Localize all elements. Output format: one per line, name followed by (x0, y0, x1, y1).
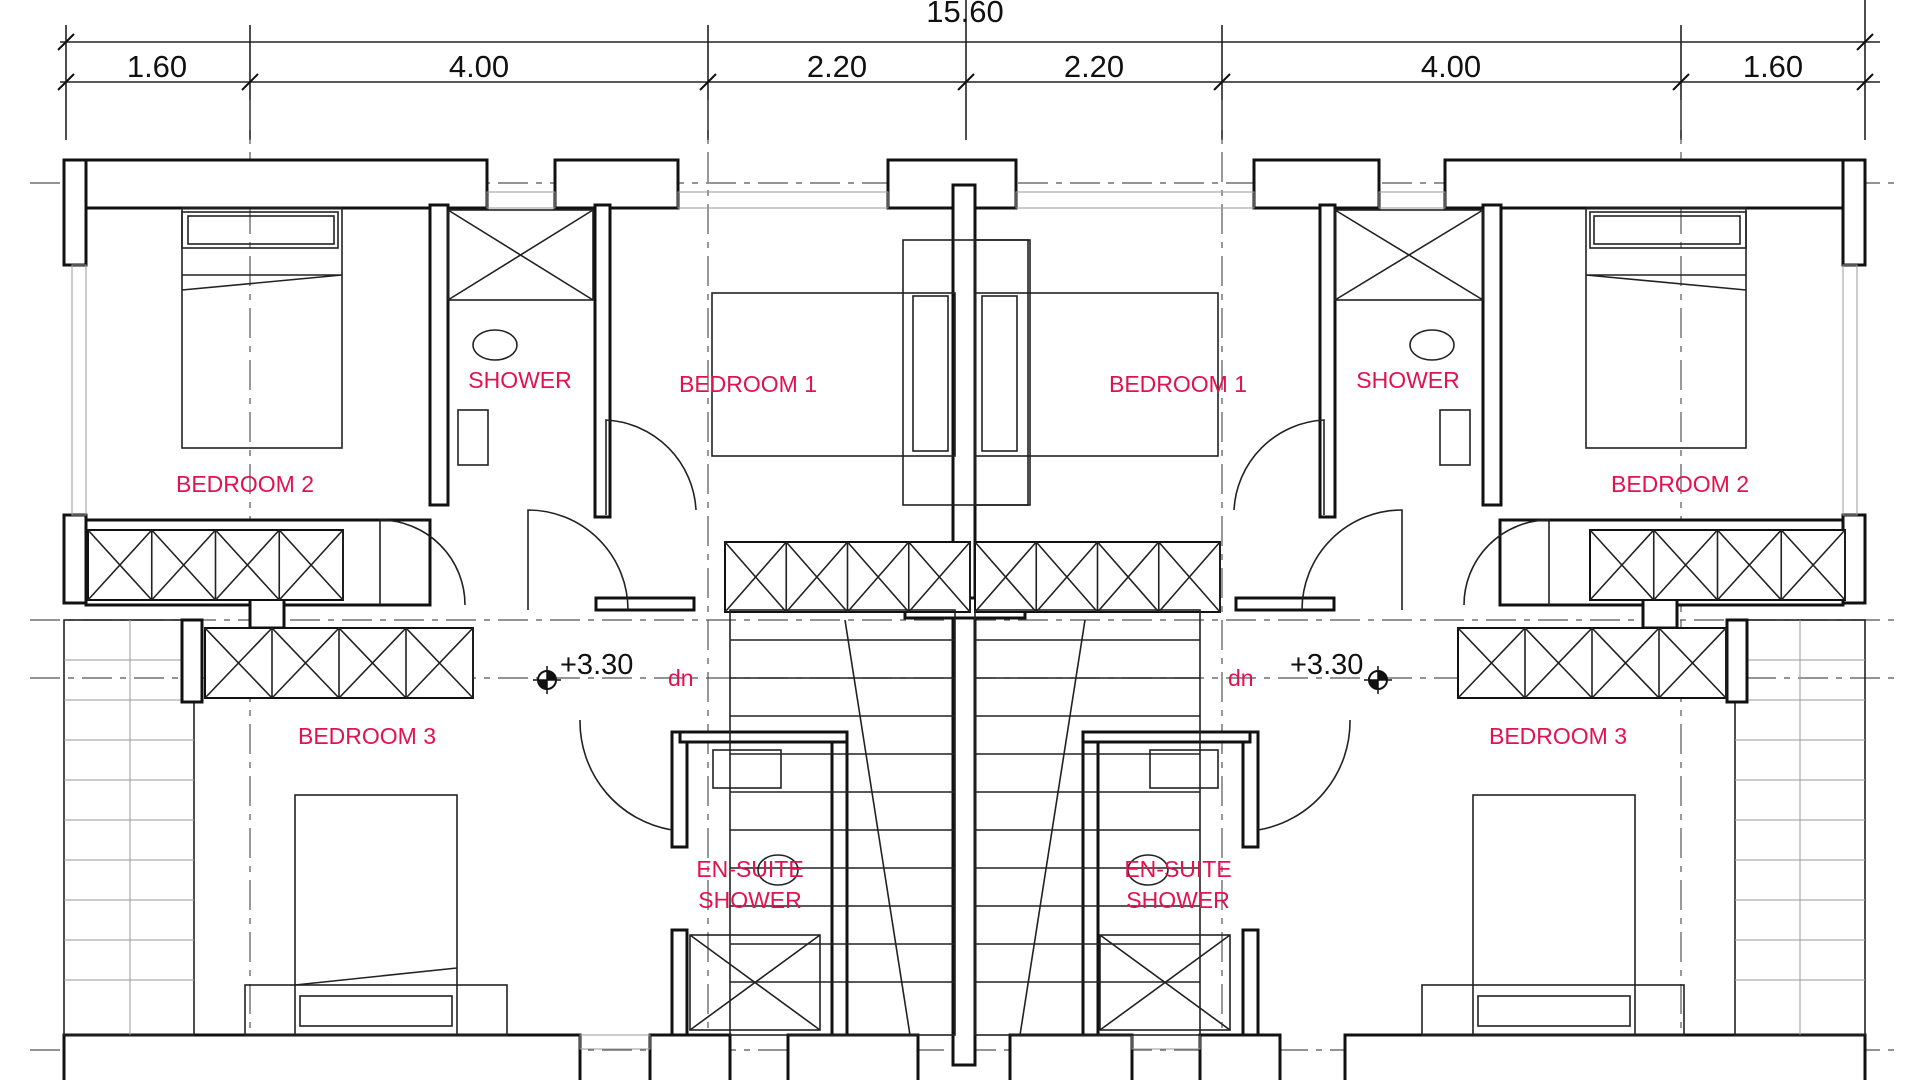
room-label-bedroom-2-left: BEDROOM 2 (176, 471, 314, 497)
room-label-ensuite-right: EN-SUITE (1124, 856, 1231, 882)
beds (181, 207, 1747, 1036)
wardrobe-door (974, 541, 1038, 613)
wardrobe-door (1096, 541, 1160, 613)
room-label-bedroom-1-left: BEDROOM 1 (679, 371, 817, 397)
wardrobe-door (204, 627, 273, 699)
bathroom-fixtures (447, 209, 1484, 1031)
level-label-right: +3.30 (1290, 649, 1363, 681)
room-label-bedroom-3-left: BEDROOM 3 (298, 723, 436, 749)
level-label-left: +3.30 (560, 649, 633, 681)
room-labels: BEDROOM 2 SHOWER BEDROOM 1 BEDROOM 1 SHO… (176, 367, 1749, 913)
wardrobe-door (1653, 529, 1719, 601)
dimension-lines: 15.60 1.60 4.00 2.20 2.20 4.00 1.60 (57, 0, 1880, 140)
wardrobe-door (785, 541, 849, 613)
dimension-segment-3: 2.20 (807, 49, 867, 84)
stairs (729, 609, 1201, 1036)
wardrobe-door (271, 627, 340, 699)
wardrobe-door (151, 529, 217, 601)
dimension-segment-4: 2.20 (1064, 49, 1124, 84)
wardrobe-door (1589, 529, 1655, 601)
room-label-ensuite-shower-left: SHOWER (698, 887, 802, 913)
room-label-bedroom-2-right: BEDROOM 2 (1611, 471, 1749, 497)
wardrobe-door (724, 541, 788, 613)
room-label-ensuite-shower-right: SHOWER (1126, 887, 1230, 913)
exterior-walls (62, 158, 1867, 1080)
room-label-shower-right: SHOWER (1356, 367, 1460, 393)
wardrobe-door (338, 627, 407, 699)
wardrobe-door (1457, 627, 1526, 699)
wardrobe-door (1524, 627, 1593, 699)
wardrobe-door (846, 541, 910, 613)
wardrobe-door (1716, 529, 1783, 601)
room-label-ensuite-left: EN-SUITE (696, 856, 803, 882)
wardrobe-door (1158, 541, 1221, 613)
wardrobe-door (87, 529, 153, 601)
wardrobes (87, 529, 1846, 699)
wardrobe-door (1780, 529, 1846, 601)
dimension-segment-6: 1.60 (1743, 49, 1803, 84)
wardrobe-door (214, 529, 281, 601)
level-marker-right: +3.30 (1290, 649, 1392, 694)
dimension-segment-1: 1.60 (127, 49, 187, 84)
level-marker-left: +3.30 (533, 649, 633, 694)
wardrobe-door (1658, 627, 1727, 699)
room-label-bedroom-3-right: BEDROOM 3 (1489, 723, 1627, 749)
wardrobe-door (1035, 541, 1099, 613)
wardrobe-door (278, 529, 344, 601)
dimension-segment-5: 4.00 (1421, 49, 1481, 84)
wardrobe-door (405, 627, 474, 699)
overall-dimension: 15.60 (926, 0, 1004, 29)
wardrobe-door (1591, 627, 1660, 699)
stair-direction-right: dn (1228, 665, 1254, 691)
dimension-segment-2: 4.00 (449, 49, 509, 84)
room-label-bedroom-1-right: BEDROOM 1 (1109, 371, 1247, 397)
stair-direction-left: dn (668, 665, 694, 691)
room-label-shower-left: SHOWER (468, 367, 572, 393)
wardrobe-door (908, 541, 971, 613)
doors (379, 419, 1550, 831)
